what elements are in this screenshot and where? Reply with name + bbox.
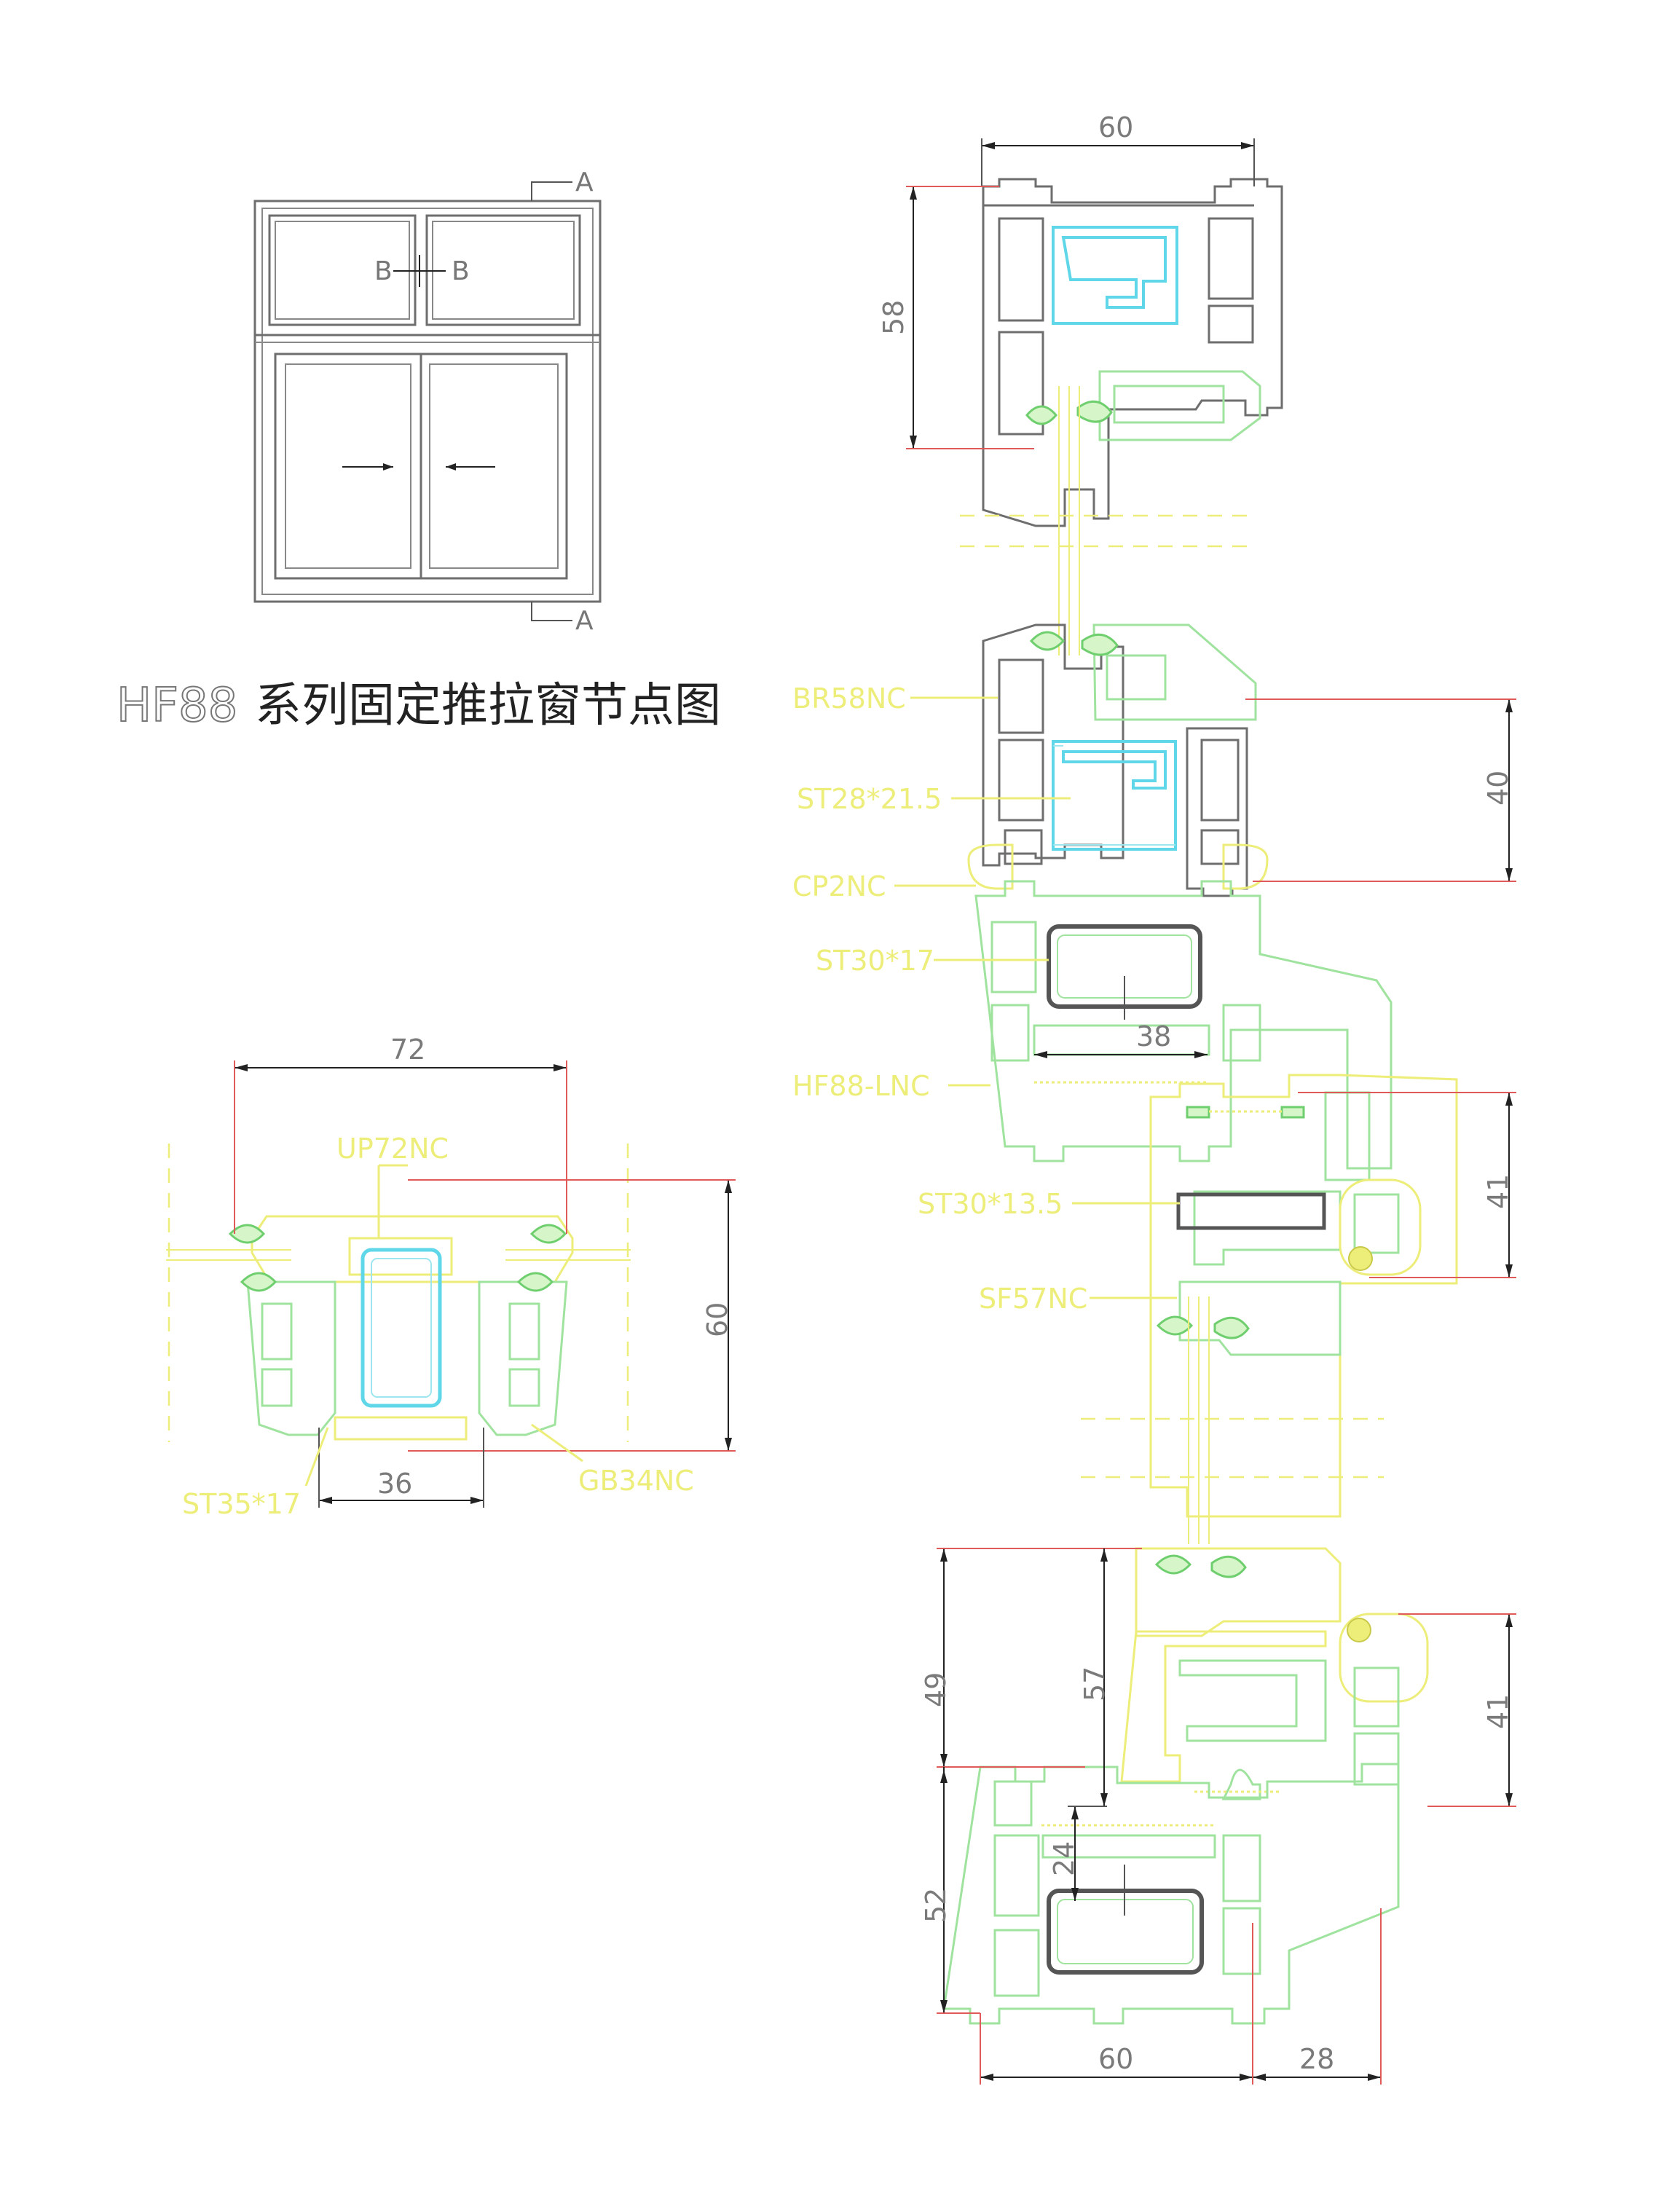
- section-mark-a-bottom: A: [575, 606, 594, 636]
- dim-head-width: 60: [1098, 111, 1133, 143]
- dim-sash-upper: 41: [1482, 1174, 1514, 1209]
- head-frame-section: [982, 178, 1283, 656]
- sash-upper-section: [1149, 1074, 1458, 1544]
- window-elevation: A A B B: [253, 168, 602, 636]
- profile-labels: BR58NC ST28*21.5 CP2NC ST30*17 HF88-LNC …: [182, 682, 1087, 1520]
- mullion-dimensions: 72 60 36: [234, 1034, 736, 1508]
- dim-sill-49: 49: [920, 1672, 952, 1707]
- dim-sill-24: 24: [1048, 1841, 1080, 1876]
- dim-mullion-base: 36: [377, 1468, 412, 1500]
- label-st30-17: ST30*17: [816, 945, 934, 977]
- transom-dimensions: 40: [1245, 698, 1516, 882]
- section-mark-b-right: B: [452, 256, 470, 286]
- dim-transom-height: 40: [1482, 771, 1514, 806]
- section-mark-a-top: A: [575, 168, 594, 197]
- dim-mullion-height: 60: [701, 1302, 733, 1337]
- title-main: 系列固定推拉窗节点图: [255, 679, 721, 733]
- mullion-section: [166, 1144, 631, 1442]
- dim-sash-lower: 41: [1482, 1694, 1514, 1729]
- label-br58nc: BR58NC: [792, 682, 906, 715]
- label-st35-17: ST35*17: [182, 1488, 301, 1520]
- head-dimensions: 60 58: [878, 111, 1255, 449]
- title-prefix: HF88: [117, 679, 237, 733]
- dim-head-height: 58: [878, 300, 910, 335]
- sill-dimensions: 49 57 24 52 41 60 28: [920, 1548, 1516, 2085]
- label-st30-135: ST30*13.5: [918, 1188, 1063, 1220]
- label-up72nc: UP72NC: [336, 1133, 449, 1165]
- dim-bottom-offset: 28: [1299, 2043, 1334, 2075]
- dim-mullion-width: 72: [390, 1034, 425, 1066]
- drawing-title: HF88 系列固定推拉窗节点图: [116, 678, 721, 733]
- label-st28: ST28*21.5: [797, 783, 942, 815]
- sash-upper-dimensions: 41: [1298, 1092, 1516, 1278]
- dim-sill-52: 52: [920, 1888, 952, 1923]
- leader-lines: [304, 696, 1180, 1487]
- dim-bottom-width: 60: [1098, 2043, 1133, 2075]
- label-gb34nc: GB34NC: [578, 1465, 694, 1497]
- dim-rail-inner: 38: [1136, 1020, 1171, 1052]
- label-cp2nc: CP2NC: [792, 870, 886, 902]
- label-sf57nc: SF57NC: [979, 1283, 1087, 1315]
- label-hf88lnc: HF88-LNC: [792, 1070, 930, 1102]
- sill-section: [942, 1547, 1429, 2025]
- dim-sill-57: 57: [1079, 1666, 1111, 1701]
- section-mark-b-left: B: [374, 256, 393, 286]
